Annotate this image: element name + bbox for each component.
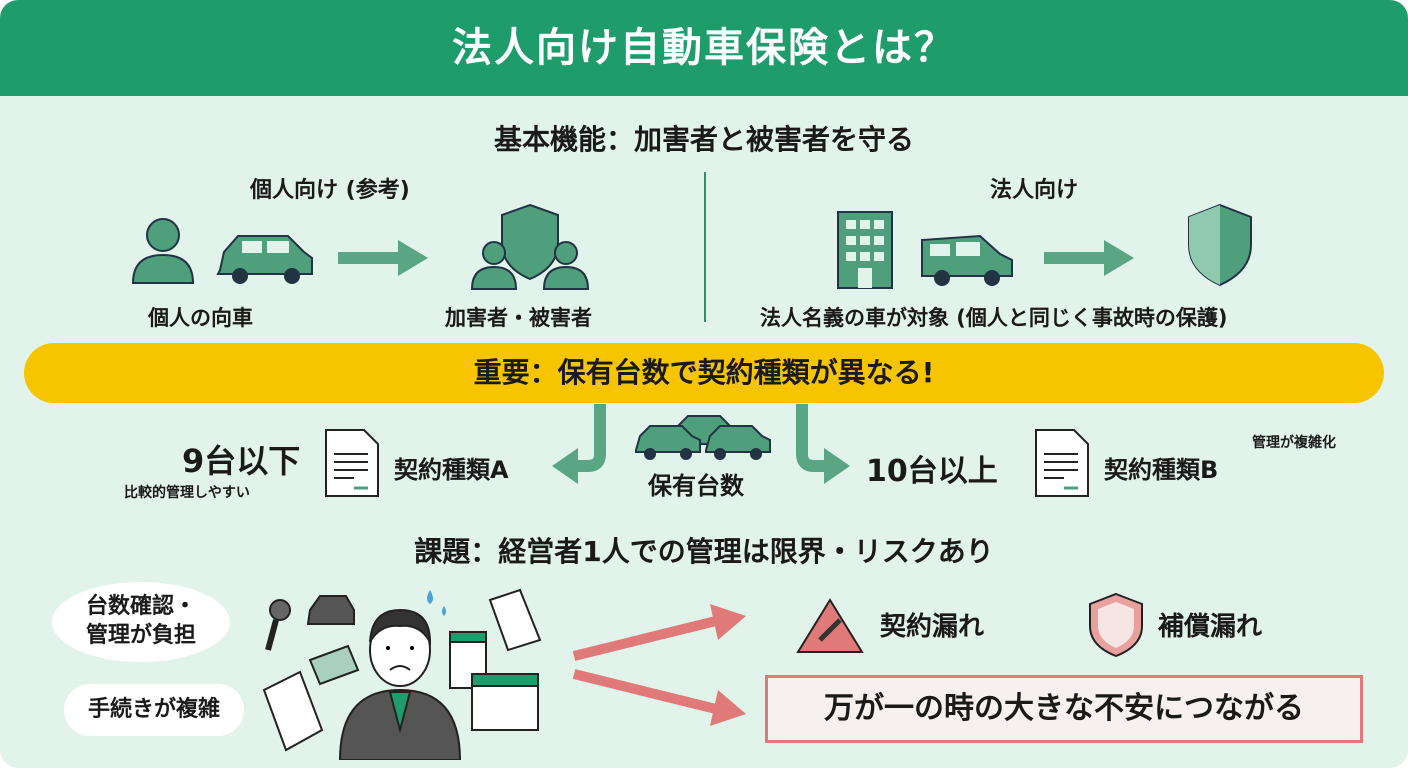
vehicle-count-label: 保有台数 (648, 472, 744, 500)
shield-icon (1188, 203, 1252, 287)
speech-bubble-burden: 台数確認・ 管理が負担 (52, 582, 230, 662)
page-title: 法人向け自動車保険とは？ (0, 0, 1408, 96)
cars-icon (635, 415, 771, 460)
document-icon (325, 429, 379, 497)
arrow-down-right-icon (796, 404, 850, 484)
person-icon (131, 218, 195, 284)
corporate-title: 法人向け (990, 178, 1079, 203)
arrow-right-icon (1044, 240, 1134, 276)
section-heading-basic: 基本機能：加害者と被害者を守る (493, 123, 914, 156)
right-note: 管理が複雑化 (1252, 435, 1336, 451)
red-arrows-icon (572, 604, 746, 726)
count-9-or-less: 9台以下 (182, 442, 301, 480)
van-icon (921, 234, 1013, 286)
shield-alert-icon (1089, 592, 1143, 658)
shield-people-icon (470, 203, 590, 290)
broken-link-warning-icon (796, 598, 864, 653)
worried-manager-illustration (262, 588, 542, 760)
divider (704, 172, 706, 322)
risk-contract-omission: 契約漏れ (880, 612, 985, 642)
personal-title: 個人向け (参考) (250, 178, 410, 203)
risk-coverage-omission: 補償漏れ (1158, 612, 1263, 642)
speech-bubble-complex: 手続きが複雑 (64, 684, 244, 736)
victim-label: 加害者・被害者 (445, 306, 592, 330)
corporate-label: 法人名義の車が対象 (個人と同じく事故時の保護) (760, 306, 1228, 330)
building-icon (837, 211, 893, 289)
count-10-or-more: 10台以上 (866, 454, 998, 489)
car-icon (216, 235, 313, 284)
contract-a: 契約種類A (394, 456, 509, 484)
arrow-down-left-icon (552, 404, 606, 484)
arrow-right-icon (338, 240, 428, 276)
document-icon (1035, 429, 1089, 497)
section-heading-issue: 課題：経営者1人での管理は限界・リスクあり (414, 535, 994, 568)
result-box: 万が一の時の大きな不安につながる (765, 675, 1363, 743)
personal-car-label: 個人の向車 (148, 306, 253, 330)
contract-b: 契約種類B (1104, 456, 1219, 484)
left-note: 比較的管理しやすい (124, 485, 250, 501)
important-banner: 重要：保有台数で契約種類が異なる! (24, 343, 1384, 403)
